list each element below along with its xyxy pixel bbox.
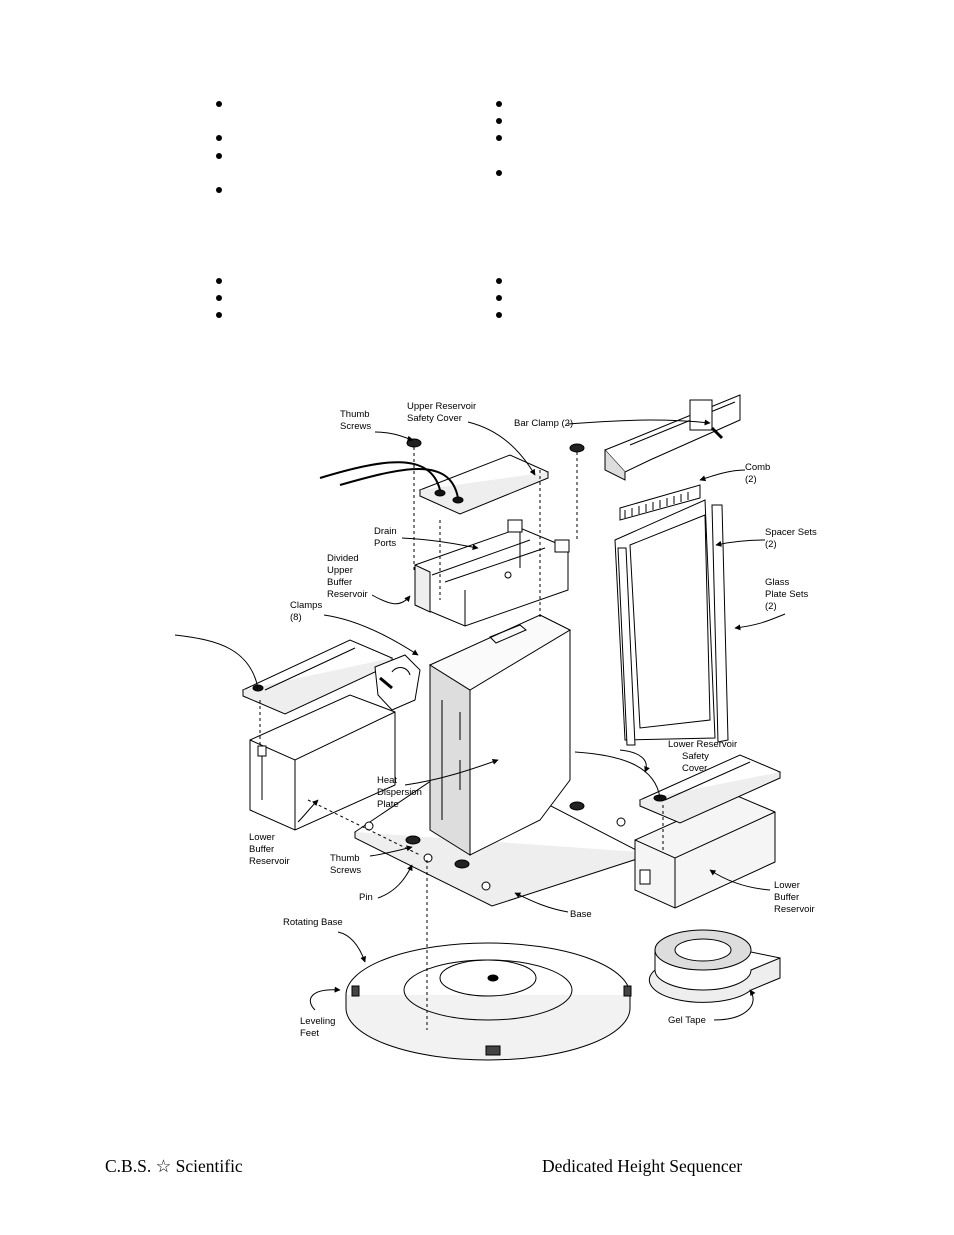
label-lower-buffer-reservoir-right: Reservoir xyxy=(774,904,815,915)
glass-plate-shape xyxy=(614,499,729,746)
diagram-labels: Thumb Screws Upper Reservoir Safety Cove… xyxy=(249,401,817,1039)
alignment-lines xyxy=(259,447,664,1030)
bullet xyxy=(496,118,502,124)
label-upper-reservoir-safety-cover: Upper Reservoir xyxy=(407,401,476,412)
bullet xyxy=(496,135,502,141)
label-thumb-screws-top: Thumb xyxy=(340,409,370,420)
label-clamps: (8) xyxy=(290,612,302,623)
bullet xyxy=(496,295,502,301)
label-lower-reservoir-safety-cover: Lower Reservoir xyxy=(668,739,737,750)
label-spacer-sets: Spacer Sets xyxy=(765,527,817,538)
label-glass-plate-sets: Plate Sets xyxy=(765,589,809,600)
label-lower-reservoir-safety-cover: Cover xyxy=(682,763,707,774)
label-thumb-screws-bottom: Screws xyxy=(330,865,361,876)
bullet xyxy=(216,135,222,141)
bar-clamp-shape xyxy=(604,394,741,481)
label-divided-upper-buffer-reservoir: Upper xyxy=(327,565,353,576)
label-lower-reservoir-safety-cover: Safety xyxy=(682,751,709,762)
label-pin: Pin xyxy=(359,892,373,903)
label-glass-plate-sets: Glass xyxy=(765,577,790,588)
bullet xyxy=(216,187,222,193)
bullet xyxy=(496,101,502,107)
label-drain-ports: Drain xyxy=(374,526,397,537)
bullet xyxy=(216,295,222,301)
lower-buffer-reservoir-left-shape xyxy=(249,694,396,831)
bullet xyxy=(496,278,502,284)
comb-shape xyxy=(619,484,701,521)
footer-product: Dedicated Height Sequencer xyxy=(542,1156,743,1176)
label-divided-upper-buffer-reservoir: Divided xyxy=(327,553,359,564)
bullet xyxy=(496,312,502,318)
label-clamps: Clamps xyxy=(290,600,322,611)
label-gel-tape: Gel Tape xyxy=(668,1015,706,1026)
bullet xyxy=(216,312,222,318)
label-upper-reservoir-safety-cover: Safety Cover xyxy=(407,413,462,424)
label-glass-plate-sets: (2) xyxy=(765,601,777,612)
label-lower-buffer-reservoir-left: Reservoir xyxy=(249,856,290,867)
label-comb: (2) xyxy=(745,474,757,485)
bullet xyxy=(216,278,222,284)
label-lower-buffer-reservoir-right: Lower xyxy=(774,880,800,891)
label-divided-upper-buffer-reservoir: Reservoir xyxy=(327,589,368,600)
label-divided-upper-buffer-reservoir: Buffer xyxy=(327,577,352,588)
leader-arrows xyxy=(297,419,786,1021)
label-lower-buffer-reservoir-left: Buffer xyxy=(249,844,274,855)
rotating-base-shape xyxy=(345,942,632,1061)
label-leveling-feet: Leveling xyxy=(300,1016,335,1027)
label-lower-buffer-reservoir-left: Lower xyxy=(249,832,275,843)
label-comb: Comb xyxy=(745,462,770,473)
label-heat-dispersion-plate: Dispersion xyxy=(377,787,422,798)
gel-tape-shape xyxy=(648,929,781,1003)
label-lower-buffer-reservoir-right: Buffer xyxy=(774,892,799,903)
bullet xyxy=(496,170,502,176)
bullet xyxy=(216,101,222,107)
label-spacer-sets: (2) xyxy=(765,539,777,550)
label-thumb-screws-top: Screws xyxy=(340,421,371,432)
label-drain-ports: Ports xyxy=(374,538,396,549)
upper-reservoir-safety-cover-shape xyxy=(319,438,585,515)
label-thumb-screws-bottom: Thumb xyxy=(330,853,360,864)
divided-upper-buffer-reservoir-shape xyxy=(414,519,570,627)
bullet xyxy=(216,153,222,159)
label-heat-dispersion-plate: Heat xyxy=(377,775,397,786)
label-base: Base xyxy=(570,909,592,920)
label-leveling-feet: Feet xyxy=(300,1028,319,1039)
clamp-shape xyxy=(374,654,421,711)
footer-company: C.B.S. ☆ Scientific xyxy=(105,1156,243,1176)
lower-reservoir-safety-cover-right-shape xyxy=(574,751,782,824)
label-bar-clamp: Bar Clamp (2) xyxy=(514,418,573,429)
heat-dispersion-plate-shape xyxy=(428,614,572,856)
label-rotating-base: Rotating Base xyxy=(283,917,343,928)
label-heat-dispersion-plate: Plate xyxy=(377,799,399,810)
